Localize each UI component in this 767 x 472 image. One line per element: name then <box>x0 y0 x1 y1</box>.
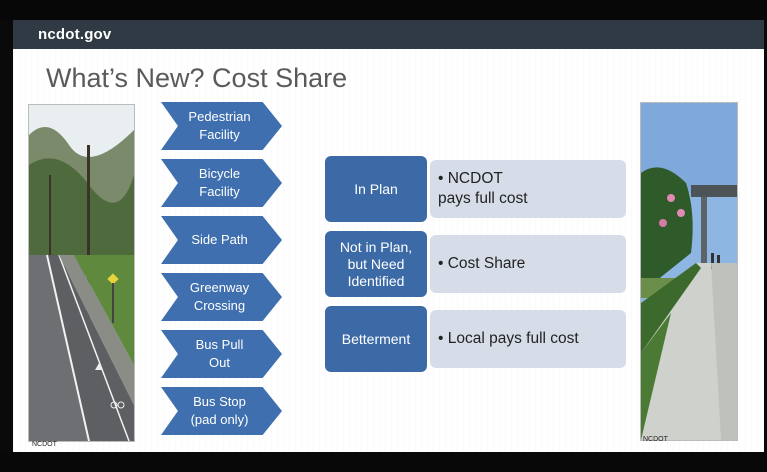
row-need-identified-description: • Cost Share <box>430 235 626 293</box>
right-photo-credit: NCDOT <box>643 436 668 443</box>
sidewalk-image <box>641 103 737 440</box>
bottom-letterbox <box>0 452 767 472</box>
bike-lane-image <box>29 105 134 441</box>
row-betterment-description: • Local pays full cost <box>430 310 626 368</box>
chevron-label: Pedestrian Facility <box>188 109 251 142</box>
chevron-bus-pull-out: Bus Pull Out <box>161 330 282 378</box>
chevron-side-path: Side Path <box>161 216 282 264</box>
slide-header-bar: ncdot.gov <box>13 20 764 49</box>
sidewalk-photo <box>640 102 738 441</box>
slide-title: What’s New? Cost Share <box>46 63 348 93</box>
chevron-bicycle-facility: Bicycle Facility <box>161 159 282 207</box>
row-need-identified-label: Not in Plan, but Need Identified <box>323 229 429 299</box>
chevron-label: Bicycle Facility <box>198 166 241 199</box>
row-in-plan-description: • NCDOT pays full cost <box>430 160 626 218</box>
presentation-slide: ncdot.gov What’s New? Cost Share NCDOT <box>13 20 764 452</box>
row-betterment-label: Betterment <box>323 304 429 374</box>
row-description-text: • Cost Share <box>438 255 526 272</box>
row-description-text: • Local pays full cost <box>438 330 579 347</box>
chevron-bus-stop: Bus Stop (pad only) <box>161 387 282 435</box>
chevron-label: Side Path <box>191 232 248 247</box>
chevron-label: Bus Stop (pad only) <box>190 394 249 427</box>
left-photo-credit: NCDOT <box>32 441 57 448</box>
row-in-plan-label: In Plan <box>323 154 429 224</box>
top-letterbox <box>0 0 767 20</box>
brand-label: ncdot.gov <box>38 26 112 43</box>
row-description-text: • NCDOT pays full cost <box>438 170 528 207</box>
chevron-label: Greenway Crossing <box>189 280 250 313</box>
chevron-greenway-crossing: Greenway Crossing <box>161 273 282 321</box>
chevron-pedestrian-facility: Pedestrian Facility <box>161 102 282 150</box>
bike-lane-photo <box>28 104 135 442</box>
chevron-label: Bus Pull Out <box>195 337 244 370</box>
